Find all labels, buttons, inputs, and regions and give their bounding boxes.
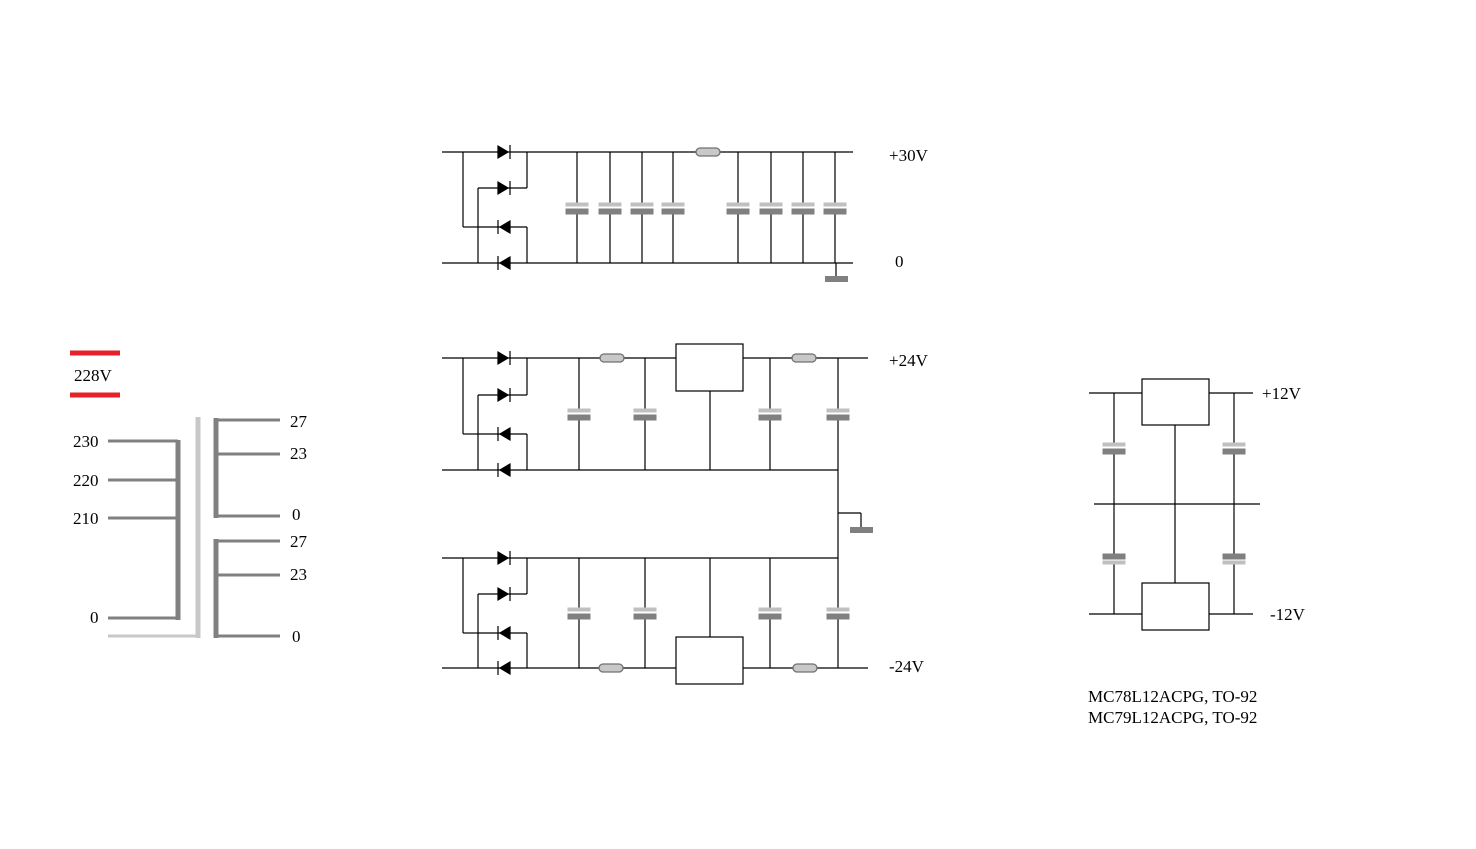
capacitor: [661, 152, 685, 263]
regulator-neg24v-box: [675, 636, 744, 685]
capacitor: [758, 558, 782, 668]
supply-24v-common-ground: [837, 470, 873, 558]
resistor: [598, 663, 624, 673]
capacitor: [791, 152, 815, 263]
diode: [497, 660, 511, 676]
primary-tap-0-label: 0: [90, 608, 99, 627]
supply-30v-circuit: +30V 0: [442, 144, 929, 282]
capacitor: [633, 358, 657, 470]
capacitor: [1102, 504, 1126, 614]
resistor: [695, 147, 721, 157]
supply-pos24v-label: +24V: [889, 351, 929, 370]
secondary2-tap-27-label: 27: [290, 532, 308, 551]
regulator-pos12v-box: [1141, 378, 1210, 426]
primary-tap-230-label: 230: [73, 432, 99, 451]
resistor: [792, 663, 818, 673]
capacitor: [1222, 504, 1246, 614]
diode: [497, 462, 511, 478]
supply-12v-circuit: +12V -12V MC78L12ACPG, TO-92 MC79L12ACPG…: [1088, 378, 1306, 727]
capacitor: [633, 558, 657, 668]
capacitor: [565, 152, 589, 263]
diode: [497, 350, 511, 366]
diode: [497, 387, 511, 403]
supply-30v-zero-label: 0: [895, 252, 904, 271]
diode: [497, 625, 511, 641]
diode: [497, 255, 511, 271]
regulator-neg-part-label: MC79L12ACPG, TO-92: [1088, 708, 1257, 727]
supply-neg24v-circuit: -24V: [442, 550, 925, 685]
mains-voltage-marker: 228V: [70, 350, 120, 398]
capacitor: [598, 152, 622, 263]
regulator-neg12v-box: [1141, 582, 1210, 631]
capacitor: [826, 358, 850, 470]
capacitor: [758, 358, 782, 470]
regulator-pos-part-label: MC78L12ACPG, TO-92: [1088, 687, 1257, 706]
ground-symbol: [850, 527, 873, 533]
capacitor: [1222, 393, 1246, 504]
supply-neg12v-label: -12V: [1270, 605, 1306, 624]
secondary2-tap-23-label: 23: [290, 565, 307, 584]
regulator-pos24v-box: [675, 343, 744, 392]
capacitor: [567, 558, 591, 668]
primary-tap-210-label: 210: [73, 509, 99, 528]
supply-pos24v-circuit: +24V: [442, 343, 929, 478]
transformer: 230 220 210 0 27 23 0 27 23 0: [73, 412, 308, 646]
secondary1-tap-0-label: 0: [292, 505, 301, 524]
resistor: [791, 353, 817, 363]
supply-pos12v-label: +12V: [1262, 384, 1302, 403]
secondary1-tap-23-label: 23: [290, 444, 307, 463]
secondary2-tap-0-label: 0: [292, 627, 301, 646]
diode: [497, 586, 511, 602]
capacitor: [823, 152, 847, 263]
ground-symbol: [825, 276, 848, 282]
mains-voltage-label: 228V: [74, 366, 113, 385]
capacitor: [630, 152, 654, 263]
diode: [497, 219, 511, 235]
primary-tap-220-label: 220: [73, 471, 99, 490]
supply-neg24v-label: -24V: [889, 657, 925, 676]
capacitor: [759, 152, 783, 263]
diode: [497, 180, 511, 196]
capacitor: [826, 558, 850, 668]
diode: [497, 550, 511, 566]
supply-30v-label: +30V: [889, 146, 929, 165]
diode: [497, 426, 511, 442]
secondary1-tap-27-label: 27: [290, 412, 308, 431]
capacitor: [726, 152, 750, 263]
capacitor: [567, 358, 591, 470]
capacitor: [1102, 393, 1126, 504]
diode: [497, 144, 511, 160]
resistor: [599, 353, 625, 363]
